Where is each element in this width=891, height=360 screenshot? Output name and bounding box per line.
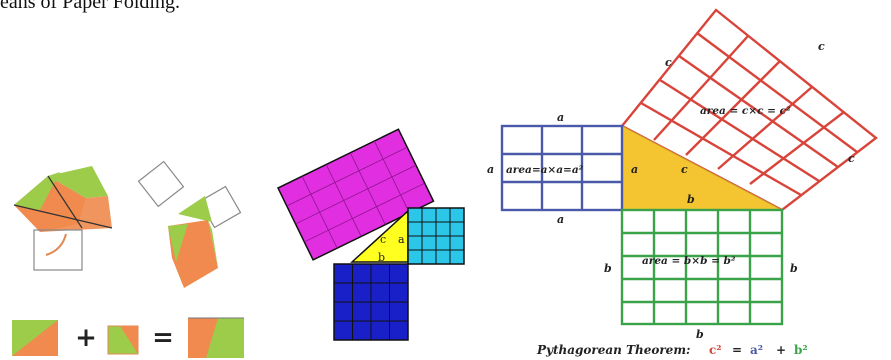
theorem-a2: a²: [750, 343, 763, 357]
red-c-square: [620, 8, 878, 212]
fold-green-piece: [14, 172, 60, 210]
fold-outline-small-square: [137, 160, 185, 208]
label-b-bottom: b: [696, 328, 704, 341]
triangle-label-b: b: [687, 193, 695, 206]
fold-green-triangle: [178, 196, 212, 222]
blue-a-square: [500, 124, 624, 212]
colored-squares-panel: c a b: [276, 128, 465, 341]
theorem-equals: =: [732, 343, 742, 357]
label-c-top: c: [665, 56, 672, 69]
area-a-label: area=a×a=a²: [506, 164, 584, 176]
label-a-left: a: [487, 163, 494, 176]
theorem-c2: c²: [709, 343, 722, 357]
triangle-label-a: a: [631, 163, 638, 176]
pythagorean-diagram: c c c area = c×c = c² a a area=a×a=a² a …: [487, 8, 878, 357]
fold-large-green-2: [168, 224, 188, 262]
theorem-line: Pythagorean Theorem: c² = a² + b²: [536, 343, 808, 357]
fold-line: [13, 204, 113, 229]
theorem-b2: b²: [794, 343, 808, 357]
eq-square-1-green: [12, 320, 58, 356]
eq-square-3-orange: [188, 318, 218, 358]
caption-fragment: eans of Paper Folding.: [0, 0, 180, 13]
label-a-bottom: a: [557, 213, 564, 226]
fold-green-top: [48, 166, 108, 198]
fold-triangle: [40, 196, 112, 232]
theorem-prefix: Pythagorean Theorem:: [536, 343, 690, 357]
cyan-square: [407, 207, 465, 265]
label-b-right: b: [790, 262, 798, 275]
green-b-square: [620, 208, 784, 326]
fold-large-green: [208, 220, 218, 268]
plus-symbol: +: [75, 323, 97, 353]
fold-arc: [45, 233, 67, 256]
side-c-label: c: [380, 233, 386, 246]
navy-square: [333, 263, 409, 341]
area-c-label: area = c×c = c²: [700, 105, 791, 117]
eq-square-2-orange: [120, 326, 138, 354]
fold-line: [47, 175, 83, 229]
magenta-square: [276, 128, 435, 261]
area-b-label: area = b×b = b²: [642, 255, 736, 267]
theorem-plus: +: [776, 343, 786, 357]
triangle-label-c: c: [681, 163, 688, 176]
side-a-label: a: [398, 233, 405, 246]
label-c-right-bottom: c: [848, 152, 855, 165]
fold-outline-square: [33, 229, 83, 271]
equals-symbol: =: [152, 323, 174, 353]
label-b-left: b: [604, 262, 612, 275]
label-a-top: a: [557, 111, 564, 124]
side-b-label: b: [378, 251, 385, 264]
paper-folding-panel: + =: [12, 160, 244, 358]
label-c-right-top: c: [818, 40, 825, 53]
